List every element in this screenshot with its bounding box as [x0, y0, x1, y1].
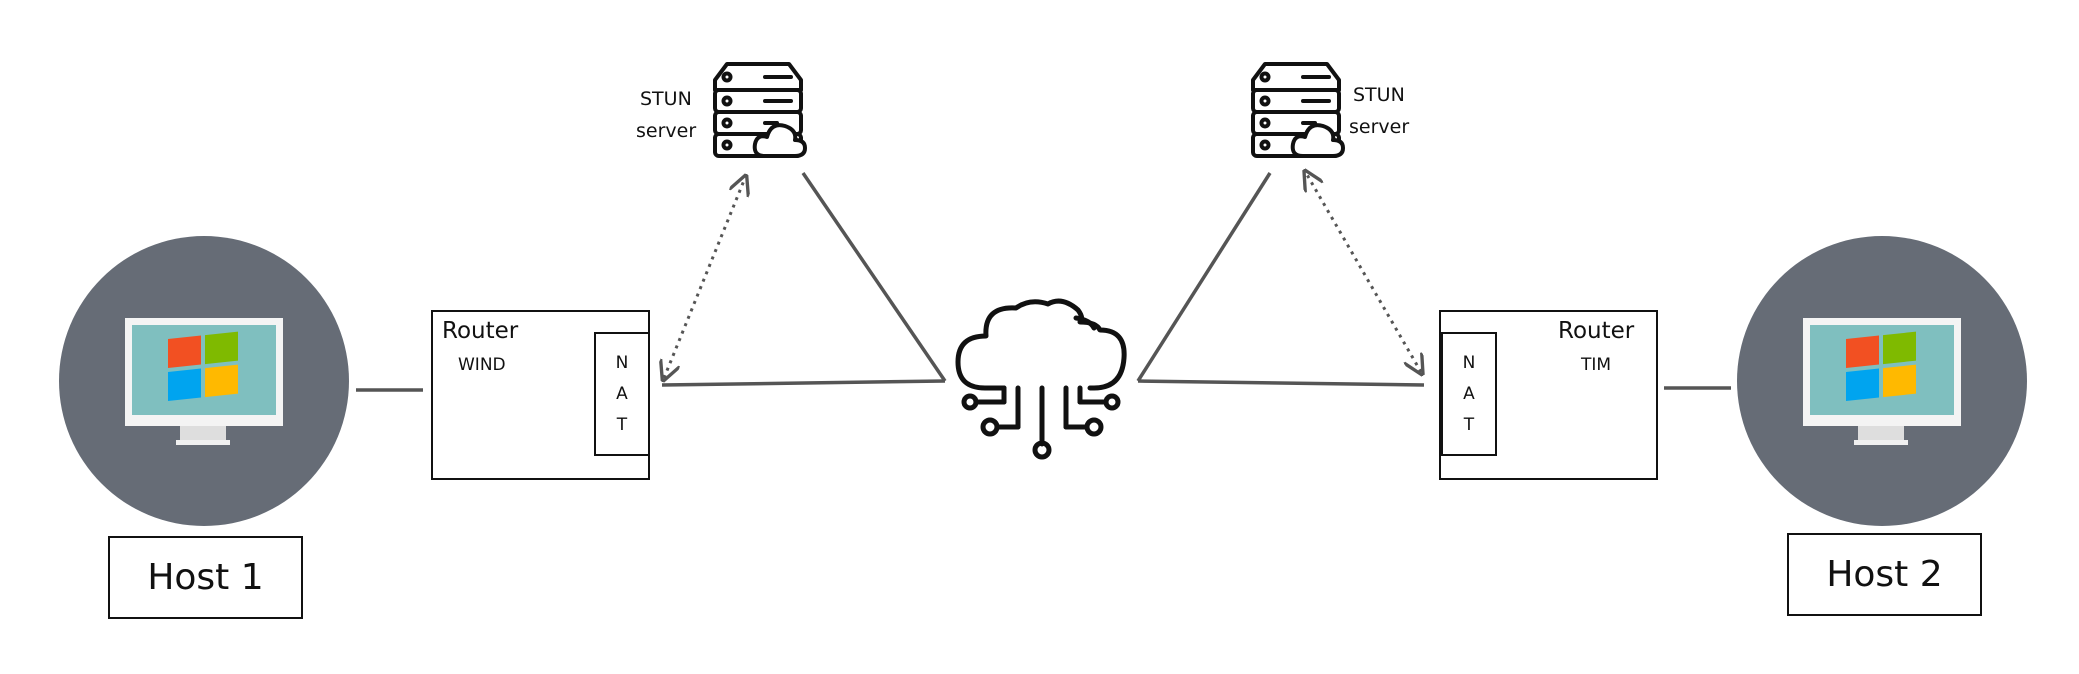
router-isp-label: TIM	[1581, 355, 1612, 375]
link-stun2-cloud	[1136, 172, 1272, 382]
nat-letter: N	[615, 352, 629, 373]
router-wind: Router WIND N A T	[431, 310, 650, 480]
windows-logo-icon	[168, 331, 238, 401]
server-cloud-icon	[1251, 62, 1345, 158]
monitor-icon	[1803, 318, 1961, 445]
host2-label: Host 2	[1826, 554, 1943, 595]
router-title: Router	[442, 318, 519, 344]
windows-logo-icon	[1846, 331, 1916, 401]
stun2-label-line1: STUN	[1353, 84, 1405, 106]
router-isp-label: WIND	[458, 355, 506, 375]
nat-box: N A T	[1441, 332, 1497, 456]
link-cloud-router2	[1137, 379, 1425, 387]
nat-letter: A	[616, 383, 628, 404]
link-router1-cloud	[661, 379, 946, 387]
stun1-binding-arrow	[664, 178, 745, 378]
nat-letter: T	[616, 414, 628, 435]
nat-box: N A T	[594, 332, 650, 456]
link-stun1-cloud	[801, 172, 947, 382]
cloud-network-icon	[955, 298, 1127, 460]
host1-label-box: Host 1	[108, 536, 303, 619]
nat-letter: T	[1463, 414, 1475, 435]
monitor-icon	[125, 318, 283, 445]
stun2-binding-arrow	[1306, 173, 1421, 372]
router-tim: Router TIM N A T	[1439, 310, 1658, 480]
nat-letter: A	[1463, 383, 1475, 404]
router-title: Router	[1558, 318, 1635, 344]
nat-letter: N	[1462, 352, 1476, 373]
stun1-label-line2: server	[636, 120, 697, 142]
stun1-label-line1: STUN	[640, 88, 692, 110]
host2-label-box: Host 2	[1787, 533, 1982, 616]
server-cloud-icon	[713, 62, 807, 158]
host1-label: Host 1	[147, 557, 264, 598]
stun2-label-line2: server	[1349, 116, 1410, 138]
host2-node	[1737, 236, 2027, 526]
host1-node	[59, 236, 349, 526]
